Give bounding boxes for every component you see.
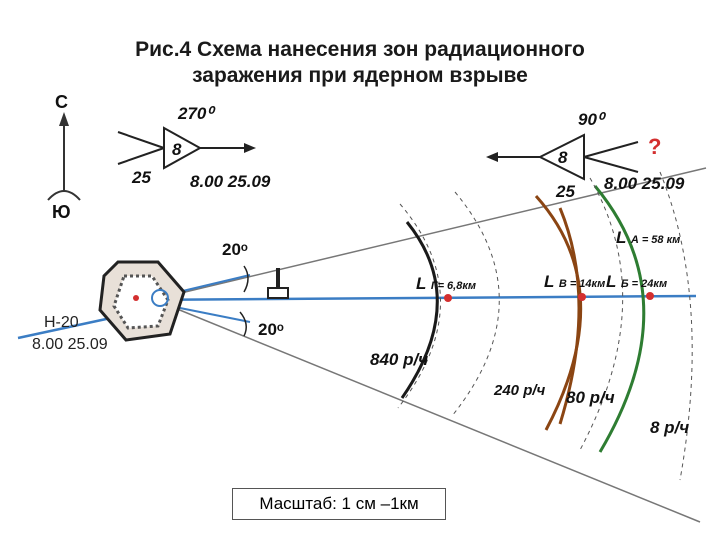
title-line-2: заражения при ядерном взрыве bbox=[192, 64, 528, 87]
zone-b-letter: L bbox=[606, 272, 617, 291]
wind-right-direction: 90⁰ bbox=[578, 110, 604, 129]
post-symbol bbox=[267, 268, 289, 299]
wind-left-time: 8.00 25.09 bbox=[190, 172, 271, 191]
plume-dash-4 bbox=[659, 171, 693, 481]
zone-b-rate: 80 р/ч bbox=[566, 388, 615, 407]
plume-dash-2 bbox=[451, 191, 500, 417]
zone-v-label: L В = 14км bbox=[544, 272, 605, 292]
wind-left-direction: 270⁰ bbox=[178, 104, 214, 123]
plume-dash-3 bbox=[579, 177, 624, 451]
zone-a-label: L А = 58 км bbox=[616, 228, 680, 248]
angle-top-label: 20ᵒ bbox=[222, 240, 248, 259]
wind-symbol-right bbox=[486, 133, 639, 181]
angle-arc-bottom bbox=[239, 311, 247, 337]
wind-right-question: ? bbox=[648, 134, 662, 159]
wind-right-time: 8.00 25.09 bbox=[604, 174, 685, 193]
angle-ref-bottom bbox=[169, 305, 251, 323]
wind-symbol-left bbox=[117, 126, 256, 170]
zone-g-rate: 840 р/ч bbox=[370, 350, 429, 369]
zone-a-letter: L bbox=[616, 228, 627, 247]
zone-v-letter: L bbox=[544, 272, 555, 291]
zone-g-letter: L bbox=[416, 274, 427, 293]
zone-b-marker bbox=[646, 292, 654, 300]
zone-g-label: L Г= 6,8км bbox=[416, 274, 476, 294]
compass-south-arc bbox=[47, 190, 81, 201]
fan-lower-edge bbox=[159, 301, 701, 523]
main-axis bbox=[129, 294, 697, 302]
compass-south-label: Ю bbox=[52, 202, 71, 222]
title-line-1: Рис.4 Схема нанесения зон радиационного bbox=[135, 38, 585, 61]
zone-b-arc bbox=[593, 185, 646, 453]
compass-north-arrow bbox=[59, 112, 69, 126]
angle-arc-top bbox=[243, 265, 249, 293]
fan-upper-edge bbox=[159, 167, 707, 299]
zone-g-marker bbox=[444, 294, 452, 302]
angle-bottom-label: 20ᵒ bbox=[258, 320, 284, 339]
zone-g-arc bbox=[400, 221, 439, 399]
zone-a-sub: А = 58 км bbox=[630, 234, 681, 246]
zone-v-marker bbox=[578, 293, 586, 301]
zone-b-label: L Б = 24км bbox=[606, 272, 667, 292]
compass-north-label: С bbox=[55, 92, 68, 112]
wind-right-speed: 8 bbox=[558, 148, 568, 167]
zone-v-sub: В = 14км bbox=[558, 278, 606, 290]
plume-dash-1 bbox=[397, 203, 441, 409]
zone-b-sub: Б = 24км bbox=[620, 278, 668, 290]
city-symbol bbox=[98, 260, 186, 342]
zone-v-rate: 240 р/ч bbox=[494, 382, 546, 399]
wind-right-angle: 25 bbox=[556, 182, 575, 201]
zone-v-arc-inner bbox=[558, 207, 581, 425]
wind-left-speed: 8 bbox=[172, 140, 182, 159]
explosion-time: 8.00 25.09 bbox=[32, 336, 108, 353]
scale-box: Масштаб: 1 см –1км bbox=[232, 488, 446, 520]
explosion-label: Н-20 bbox=[44, 314, 79, 331]
wind-left-angle: 25 bbox=[132, 168, 151, 187]
zone-a-rate: 8 р/ч bbox=[650, 418, 690, 437]
zone-g-sub: Г= 6,8км bbox=[430, 280, 477, 292]
